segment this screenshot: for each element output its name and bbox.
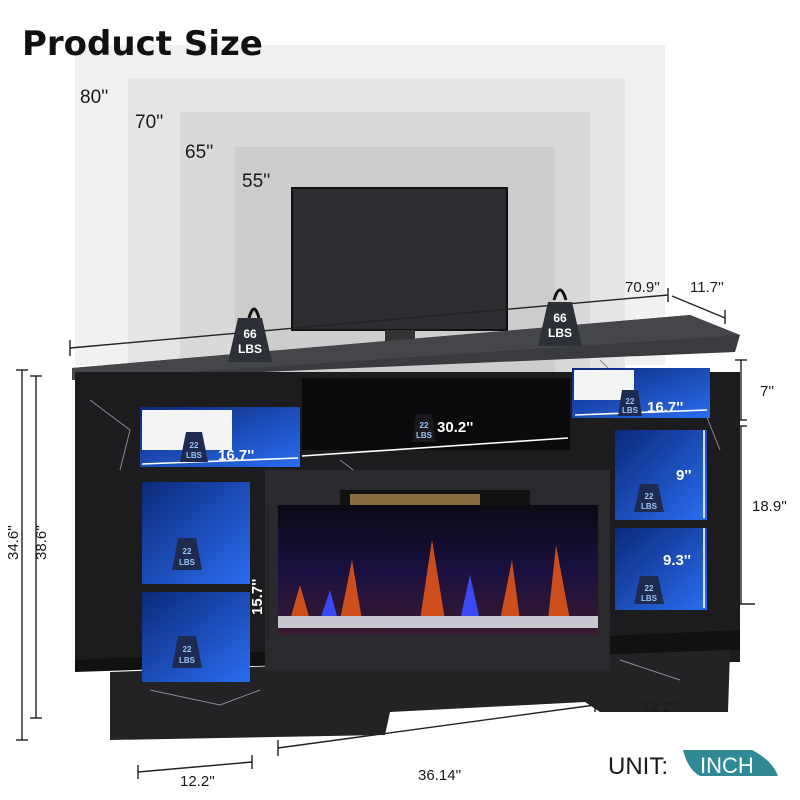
- weight-icon: 22 LBS: [412, 414, 436, 442]
- svg-text:LBS: LBS: [641, 594, 658, 603]
- svg-text:22: 22: [183, 645, 192, 654]
- svg-text:LBS: LBS: [641, 502, 658, 511]
- tv-size-label-70: 70'': [135, 112, 163, 133]
- svg-text:22: 22: [420, 421, 429, 430]
- unit-badge: [683, 750, 778, 776]
- weight-icon: 22 LBS: [180, 432, 208, 462]
- weight-icon: 22 LBS: [634, 576, 664, 604]
- weight-icon: 22 LBS: [634, 484, 664, 512]
- svg-text:LBS: LBS: [548, 326, 572, 340]
- width-label: 70.9'': [625, 279, 660, 296]
- depth-label: 11.7'': [690, 279, 724, 296]
- unit-label: UNIT:: [608, 753, 668, 780]
- unit-value: INCH: [700, 753, 754, 778]
- svg-text:LBS: LBS: [179, 558, 196, 567]
- weight-icon: 66 LBS: [538, 288, 582, 346]
- tv-size-label-55: 55'': [242, 171, 270, 192]
- svg-text:22: 22: [645, 584, 654, 593]
- svg-text:LBS: LBS: [186, 451, 203, 460]
- shelf-left-label: 16.7'': [218, 447, 254, 464]
- height-front-label: 34.6'': [5, 525, 22, 560]
- tv-size-label-80: 80'': [80, 87, 108, 108]
- svg-text:LBS: LBS: [622, 406, 639, 415]
- weight-icon: 22 LBS: [618, 390, 642, 416]
- height-total-label: 38.6'': [33, 525, 50, 560]
- weight-icon: 66 LBS: [228, 307, 272, 362]
- weight-icon: 22 LBS: [172, 636, 202, 668]
- top-right-shelf-label: 7'': [760, 383, 774, 400]
- weight-icon: 22 LBS: [172, 538, 202, 570]
- shelf-center-label: 30.2'': [437, 419, 473, 436]
- svg-text:LBS: LBS: [179, 656, 196, 665]
- svg-text:22: 22: [183, 547, 192, 556]
- svg-text:66: 66: [553, 311, 567, 325]
- cabinet: [72, 315, 740, 740]
- cubby-lower-right-label: 9.3'': [663, 552, 691, 569]
- right-side-height-label: 18.9'': [752, 498, 787, 515]
- fireplace-width-label: 36.14'': [418, 767, 461, 784]
- svg-text:22: 22: [626, 397, 635, 406]
- fireplace-height-label: 15.7'': [249, 579, 266, 615]
- svg-text:LBS: LBS: [238, 342, 262, 356]
- svg-text:LBS: LBS: [416, 431, 433, 440]
- base-left-label: 12.2'': [180, 773, 215, 790]
- cubby-upper-right-label: 9'': [676, 467, 691, 484]
- page-title: Product Size: [22, 24, 263, 64]
- svg-text:22: 22: [190, 441, 199, 450]
- base-right-label: 12.2'': [642, 699, 677, 716]
- tv-size-label-65: 65'': [185, 142, 213, 163]
- svg-text:66: 66: [243, 327, 257, 341]
- shelf-right-label: 16.7'': [647, 399, 683, 416]
- svg-text:22: 22: [645, 492, 654, 501]
